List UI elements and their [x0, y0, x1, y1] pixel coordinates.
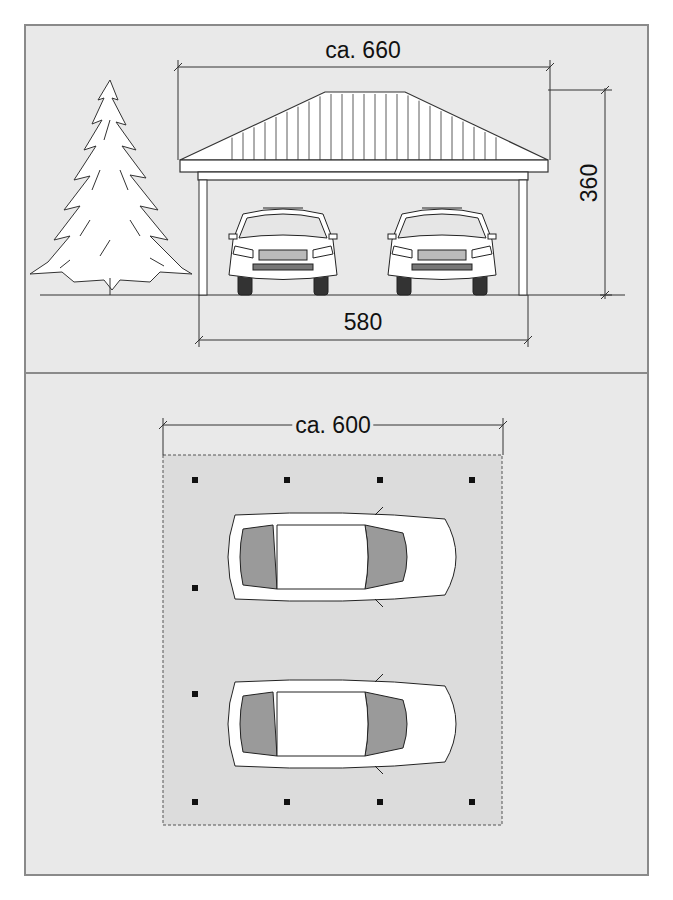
plan-outline	[163, 455, 502, 825]
post-marker	[284, 799, 290, 805]
roof-board	[320, 96, 321, 160]
post-marker	[192, 691, 198, 697]
post-marker	[469, 799, 475, 805]
roof-board	[254, 127, 255, 160]
roof-board	[496, 137, 497, 160]
roof-board	[309, 102, 310, 160]
roof-board	[243, 132, 244, 160]
roof-board	[232, 138, 233, 160]
roof-board	[386, 94, 387, 160]
roof-board	[364, 94, 365, 160]
dimension-label: ca. 660	[322, 39, 403, 62]
roof-board	[276, 117, 277, 160]
post-marker	[284, 477, 290, 483]
divider	[25, 372, 648, 374]
roof-board	[265, 122, 266, 160]
roof-board	[342, 94, 343, 160]
post-marker	[192, 585, 198, 591]
post-marker	[377, 799, 383, 805]
roof-board	[485, 132, 486, 160]
post-marker	[469, 477, 475, 483]
post-marker	[377, 477, 383, 483]
frame	[25, 25, 648, 875]
car-front	[229, 208, 337, 295]
roof-board	[441, 111, 442, 160]
post	[199, 180, 207, 295]
roof-board	[331, 94, 332, 160]
car-top-views	[228, 507, 456, 774]
dimension-label: ca. 600	[292, 414, 373, 437]
post-marker	[192, 477, 198, 483]
roof-board	[408, 95, 409, 160]
dimension-lines	[159, 60, 612, 455]
dimension-label: 360	[578, 161, 601, 205]
roof-board	[419, 101, 420, 160]
roof-board	[430, 106, 431, 160]
post-marker	[192, 799, 198, 805]
car-front	[388, 208, 496, 295]
roof-board	[375, 94, 376, 160]
roof-board	[463, 122, 464, 160]
roof-board	[287, 112, 288, 160]
roof-board	[452, 116, 453, 160]
roof-board	[474, 127, 475, 160]
post	[519, 180, 527, 295]
roof-board	[298, 107, 299, 160]
car-top	[228, 507, 456, 607]
car-front-views	[229, 208, 496, 295]
dimension-label: 580	[341, 311, 385, 334]
car-top	[228, 674, 456, 774]
plan-posts	[192, 477, 475, 805]
carport-roof	[180, 92, 548, 180]
tree	[30, 80, 192, 295]
ground-line	[40, 294, 625, 295]
roof-board	[397, 94, 398, 160]
roof-board	[353, 94, 354, 160]
